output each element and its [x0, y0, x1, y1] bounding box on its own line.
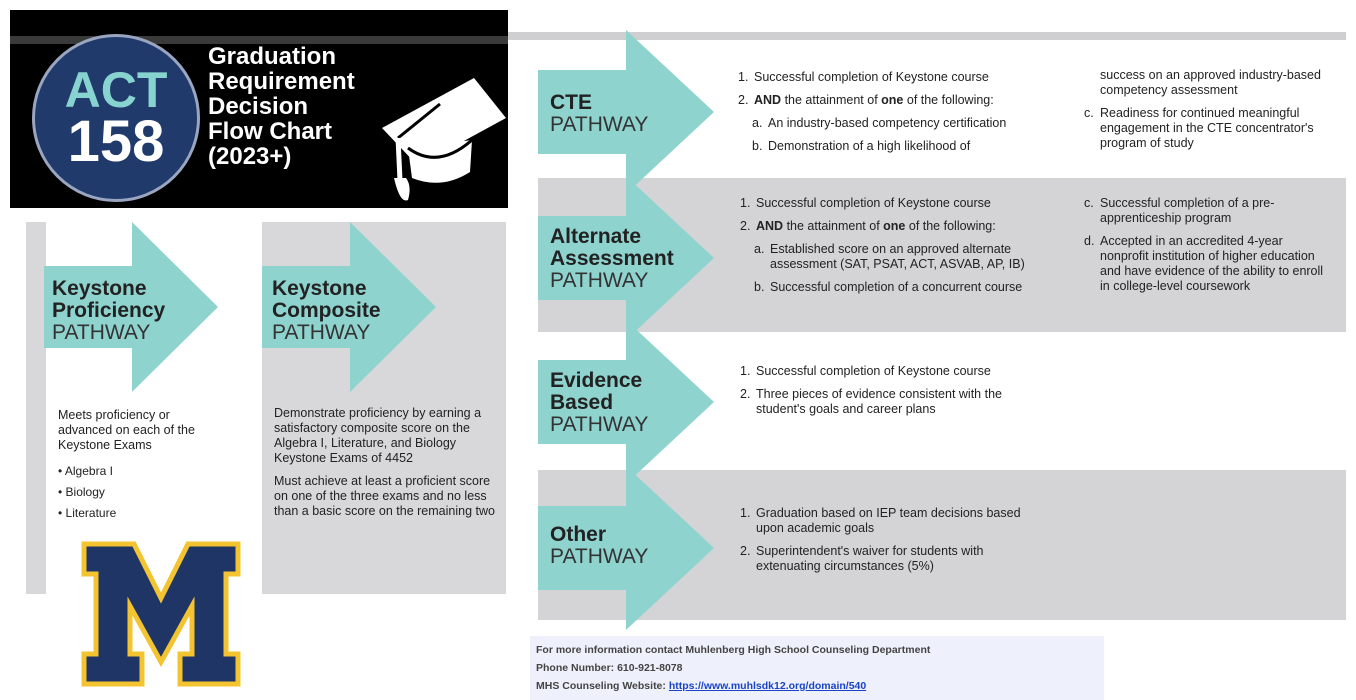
list-item: Algebra I [58, 461, 218, 482]
cte-requirements: 1.Successful completion of Keystone cour… [738, 70, 1048, 162]
counseling-website-link[interactable]: https://www.muhlsdk12.org/domain/540 [668, 680, 867, 692]
other-title: Other [550, 523, 607, 546]
list-item: 2.Superintendent's waiver for students w… [740, 544, 984, 573]
list-item: 1.Graduation based on IEP team decisions… [740, 506, 1021, 535]
list-item: Biology [58, 482, 218, 503]
badge-number-text: 158 [67, 109, 165, 174]
alternate-requirements-col2: c.Successful completion of a pre-apprent… [1084, 196, 1330, 302]
evidence-based-title: Evidence Based [550, 369, 643, 414]
block-m-logo [81, 541, 241, 687]
list-item: b.Demonstration of a high likelihood of [752, 139, 971, 153]
other-pathway: PATHWAY [550, 545, 649, 568]
footer-phone: Phone Number: 610-921-8078 [536, 662, 683, 674]
list-item: 2.Three pieces of evidence consistent wi… [740, 387, 1002, 416]
list-item: 1.Successful completion of Keystone cour… [740, 196, 991, 210]
list-item: c.Readiness for continued meaningful eng… [1084, 106, 1314, 150]
evidence-requirements: 1.Successful completion of Keystone cour… [740, 364, 1032, 425]
list-item: 2.AND the attainment of one of the follo… [740, 219, 996, 233]
evidence-based-pathway: PATHWAY [550, 413, 649, 436]
keystone-composite-title: Keystone Composite [272, 277, 381, 322]
keystone-proficiency-title: Keystone Proficiency [52, 277, 166, 322]
arrow-shape [538, 30, 714, 194]
footer-contact-line: For more information contact Muhlenberg … [536, 644, 931, 656]
evidence-based-arrow: Evidence Based PATHWAY [538, 320, 714, 484]
keystone-proficiency-arrow: Keystone Proficiency PATHWAY [44, 222, 218, 392]
alternate-requirements: 1.Successful completion of Keystone cour… [740, 196, 1070, 303]
graduation-cap-icon [382, 78, 506, 201]
arrow-shape [538, 320, 714, 484]
alternate-assessment-arrow: Alternate Assessment PATHWAY [538, 176, 714, 340]
header-stripe [10, 36, 508, 44]
list-item: b.Successful completion of a concurrent … [754, 280, 1023, 294]
list-item: 1.Successful completion of Keystone cour… [738, 70, 989, 84]
page-title: Graduation Requirement Decision Flow Cha… [208, 43, 355, 170]
header-banner: ACT 158 Graduation Requirement Decision … [10, 10, 508, 208]
arrow-shape [262, 222, 436, 392]
cte-pathway: PATHWAY [550, 113, 649, 136]
list-item: 2.AND the attainment of one of the follo… [738, 93, 994, 107]
keystone-proficiency-pathway: PATHWAY [52, 321, 151, 344]
keystone-composite-text: Demonstrate proficiency by earning a sat… [274, 406, 500, 527]
act-158-badge: ACT 158 [32, 34, 200, 202]
cte-b-continued: success on an approved industry-based co… [1100, 68, 1321, 97]
arrow-shape [44, 222, 218, 392]
keystone-proficiency-description: Meets proficiency or advanced on each of… [58, 408, 195, 452]
list-item: 1.Successful completion of Keystone cour… [740, 364, 991, 378]
cte-title: CTE [550, 91, 592, 114]
badge-act-text: ACT [64, 62, 168, 118]
list-item: a.Established score on an approved alter… [754, 242, 1025, 271]
footer-website: MHS Counseling Website: https://www.muhl… [536, 680, 867, 692]
cte-requirements-col2: success on an approved industry-based co… [1084, 68, 1324, 159]
other-requirements: 1.Graduation based on IEP team decisions… [740, 506, 1040, 582]
keystone-proficiency-bar [26, 222, 46, 594]
list-item: d.Accepted in an accredited 4-year nonpr… [1084, 234, 1324, 293]
alternate-assessment-pathway: PATHWAY [550, 269, 649, 292]
alternate-assessment-title: Alternate Assessment [550, 225, 674, 270]
top-divider [508, 32, 1346, 40]
keystone-composite-pathway: PATHWAY [272, 321, 371, 344]
contact-footer: For more information contact Muhlenberg … [530, 636, 1104, 700]
list-item: Literature [58, 503, 218, 524]
other-arrow: Other PATHWAY [538, 466, 714, 630]
arrow-shape [538, 466, 714, 630]
arrow-shape [538, 176, 714, 340]
list-item: c.Successful completion of a pre-apprent… [1084, 196, 1275, 225]
keystone-composite-arrow: Keystone Composite PATHWAY [262, 222, 436, 392]
cte-arrow: CTE PATHWAY [538, 30, 714, 194]
keystone-exam-list: Algebra I Biology Literature [58, 461, 218, 524]
keystone-composite-p1: Demonstrate proficiency by earning a sat… [274, 406, 482, 465]
keystone-composite-p2: Must achieve at least a proficient score… [274, 474, 495, 518]
list-item: a.An industry-based competency certifica… [752, 116, 1007, 130]
keystone-proficiency-text: Meets proficiency or advanced on each of… [58, 408, 218, 524]
